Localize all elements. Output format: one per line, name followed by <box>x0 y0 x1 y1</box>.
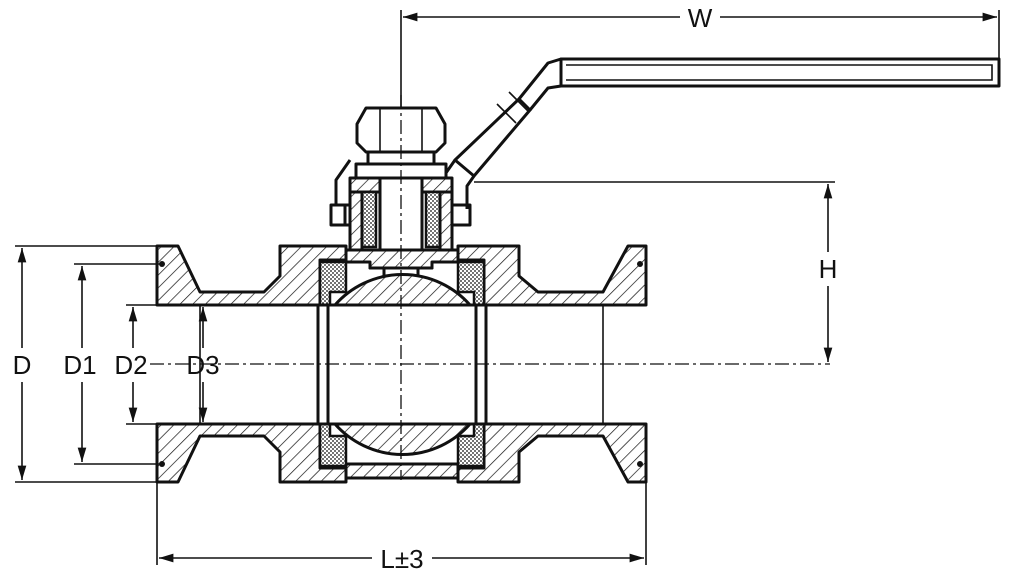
center-lines <box>150 95 830 480</box>
valve-body-lower <box>155 422 648 484</box>
dimension-h: H <box>474 181 838 362</box>
stem-nut <box>354 106 448 180</box>
dimension-d3: D3 <box>186 307 220 422</box>
dimension-w: W <box>400 3 1000 120</box>
label-d1: D1 <box>63 350 96 380</box>
dimension-l: L±3 <box>156 482 647 574</box>
label-d3: D3 <box>186 350 219 380</box>
dimension-d2: D2 <box>114 304 157 425</box>
label-w: W <box>688 3 713 33</box>
dimension-d: D <box>13 245 157 483</box>
dimension-d1: D1 <box>63 263 160 465</box>
label-h: H <box>819 254 838 284</box>
label-l: L±3 <box>380 544 423 574</box>
clamp-grooves <box>159 261 643 467</box>
label-d: D <box>13 350 32 380</box>
label-d2: D2 <box>114 350 147 380</box>
handle-lever <box>439 57 1001 210</box>
